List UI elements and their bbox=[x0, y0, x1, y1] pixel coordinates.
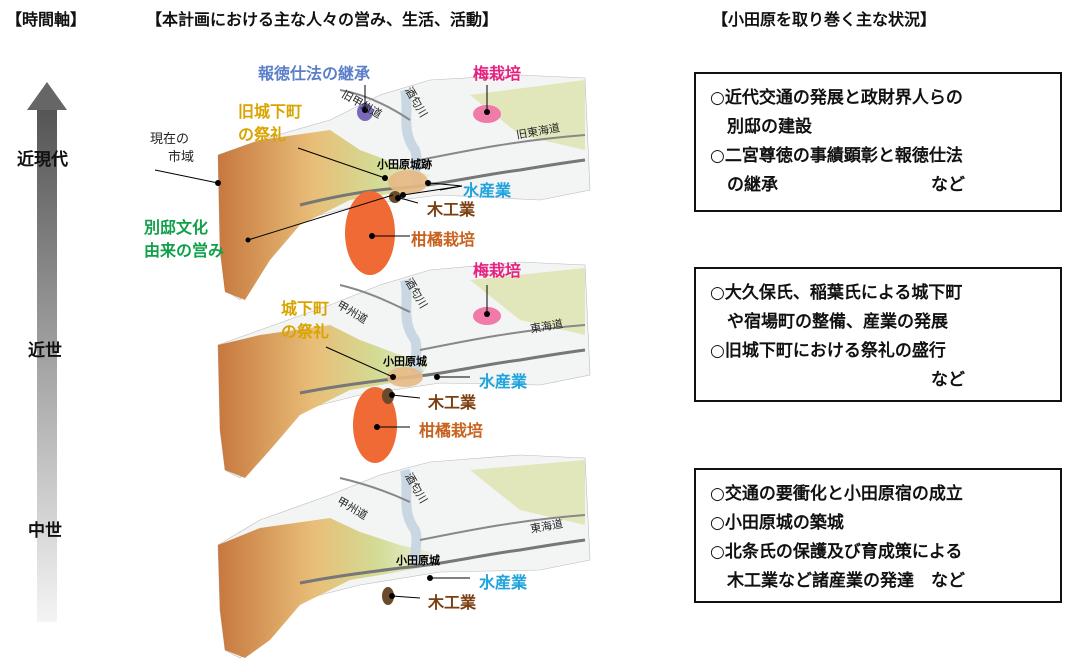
label-plum-2: 梅栽培 bbox=[473, 261, 522, 280]
label-villa-1: 別邸文化 bbox=[144, 218, 209, 237]
label-fishery-2: 水産業 bbox=[479, 372, 528, 391]
situation-early-modern-line-3: ○旧城下町における祭礼の盛行 bbox=[710, 341, 946, 361]
label-villa-2: 由来の営み bbox=[144, 241, 225, 260]
map1-castle-area bbox=[388, 170, 428, 194]
label-castle-3: 小田原城 bbox=[396, 554, 440, 567]
situation-medieval-line-1: ○交通の要衝化と小田原宿の成立 bbox=[710, 484, 963, 504]
situation-box-modern: ○近代交通の発展と政財界人らの 別邸の建設 ○二宮尊徳の事績顕彰と報徳仕法 の継… bbox=[694, 72, 1062, 212]
map3-terrain bbox=[218, 518, 430, 658]
situation-modern-line-1: ○近代交通の発展と政財界人らの bbox=[710, 88, 963, 108]
era-early-modern: 近世 bbox=[28, 341, 62, 361]
situation-medieval-line-2: ○小田原城の築城 bbox=[710, 513, 844, 533]
label-castle-town-2: の祭礼 bbox=[281, 322, 330, 341]
label-plum-1: 梅栽培 bbox=[473, 64, 522, 83]
map1-citrus-area bbox=[345, 191, 395, 275]
map2-terrain bbox=[218, 325, 430, 478]
label-castle-2: 小田原城 bbox=[383, 355, 427, 368]
map2-woodwork-area bbox=[382, 388, 394, 404]
map-modern bbox=[154, 74, 591, 301]
map-early-modern bbox=[217, 261, 591, 479]
situation-box-early-modern: ○大久保氏、稲葉氏による城下町 や宿場町の整備、産業の発展 ○旧城下町における祭… bbox=[694, 267, 1062, 402]
label-fishery-3: 水産業 bbox=[479, 573, 528, 592]
situation-box-medieval: ○交通の要衝化と小田原宿の成立 ○小田原城の築城 ○北条氏の保護及び育成策による… bbox=[694, 468, 1062, 603]
label-city-area-1: 現在の bbox=[150, 132, 190, 147]
situation-modern-line-2: 別邸の建設 bbox=[710, 117, 812, 137]
map1-road-koshu bbox=[339, 89, 411, 121]
header-activities: 【本計画における主な人々の営み、生活、活動】 bbox=[146, 10, 499, 29]
label-fishery-1: 水産業 bbox=[463, 181, 512, 200]
situation-modern-line-3: ○二宮尊徳の事績顕彰と報徳仕法 bbox=[710, 146, 963, 166]
map1-terrain bbox=[218, 130, 430, 300]
situation-early-modern-line-4: など bbox=[710, 370, 965, 390]
label-hotoku: 報徳仕法の継承 bbox=[258, 64, 371, 83]
label-citrus-2: 柑橘栽培 bbox=[419, 421, 484, 440]
map2-coast bbox=[299, 348, 586, 395]
label-city-area-2: 市域 bbox=[168, 150, 195, 165]
situation-early-modern-line-1: ○大久保氏、稲葉氏による城下町 bbox=[710, 283, 963, 303]
header-situation: 【小田原を取り巻く主な状況】 bbox=[712, 10, 937, 29]
map3-coast bbox=[299, 538, 586, 585]
label-woodwork-2: 木工業 bbox=[428, 393, 477, 412]
situation-early-modern-line-2: や宿場町の整備、産業の発展 bbox=[710, 312, 948, 332]
header-time-axis: 【時間軸】 bbox=[6, 10, 87, 29]
situation-medieval-line-4: 木工業など諸産業の発達 など bbox=[710, 571, 965, 591]
label-woodwork-1: 木工業 bbox=[427, 200, 476, 219]
label-old-castle-town-1: 旧城下町 bbox=[238, 102, 303, 121]
map2-castle-area bbox=[387, 367, 423, 387]
label-woodwork-3: 木工業 bbox=[428, 593, 477, 612]
era-medieval: 中世 bbox=[28, 521, 62, 541]
label-old-castle-town-2: の祭礼 bbox=[238, 125, 287, 144]
situation-modern-line-4: の継承 など bbox=[710, 175, 965, 195]
label-citrus-1: 柑橘栽培 bbox=[411, 230, 476, 249]
label-castle-ruins: 小田原城跡 bbox=[377, 158, 432, 171]
map1-coast bbox=[299, 158, 586, 207]
map3-woodwork-area bbox=[382, 587, 394, 605]
situation-medieval-line-3: ○北条氏の保護及び育成策による bbox=[710, 542, 963, 562]
label-castle-town-1: 城下町 bbox=[281, 299, 330, 318]
map-medieval bbox=[217, 454, 591, 659]
era-modern: 近現代 bbox=[17, 150, 68, 170]
map1-road-tokaido bbox=[419, 134, 586, 161]
